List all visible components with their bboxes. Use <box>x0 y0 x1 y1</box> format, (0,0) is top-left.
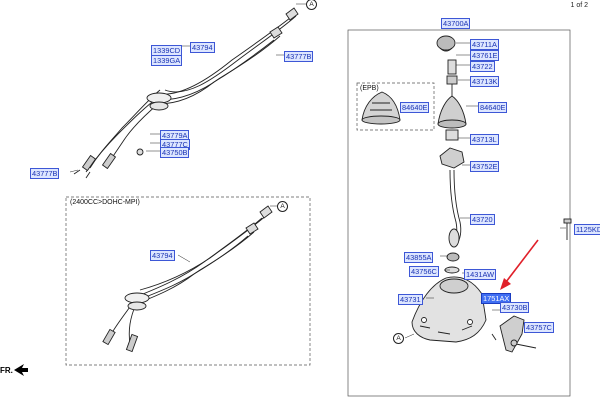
engine-variant-label: (2400CC>DOHC-MPI) <box>70 199 140 206</box>
epb-label: (EPB) <box>360 85 379 92</box>
front-arrow-icon <box>14 364 28 376</box>
part-label-43794-variant[interactable]: 43794 <box>150 250 175 261</box>
part-label-43713l[interactable]: 43713L <box>470 134 499 145</box>
front-direction-label: FR. <box>0 366 13 375</box>
shift-lever-icon <box>437 59 467 248</box>
leader-lines <box>69 3 566 339</box>
part-label-43752e[interactable]: 43752E <box>470 161 500 172</box>
bolt-icon <box>491 218 572 349</box>
part-label-43750b[interactable]: 43750B <box>160 147 190 158</box>
part-label-1751ax[interactable]: 1751AX <box>481 293 512 304</box>
part-label-43777b-left[interactable]: 43777B <box>30 168 60 179</box>
shift-knob-icon <box>436 35 456 52</box>
part-label-84640e[interactable]: 84640E <box>478 102 508 113</box>
part-label-43777b-top[interactable]: 43777B <box>284 51 314 62</box>
lever-assembly-frame <box>347 29 571 397</box>
ref-marker-a-lever[interactable]: A <box>393 333 404 344</box>
ref-marker-a-top[interactable]: A <box>306 0 317 10</box>
part-label-43700a[interactable]: 43700A <box>441 18 471 29</box>
part-label-1125kd[interactable]: 1125KD <box>574 224 600 235</box>
part-label-43757c[interactable]: 43757C <box>524 322 554 333</box>
part-label-43855a[interactable]: 43855A <box>404 252 434 263</box>
part-label-43731[interactable]: 43731 <box>398 294 423 305</box>
ref-marker-a-variant[interactable]: A <box>277 201 288 212</box>
bracket-icon <box>411 252 525 353</box>
page-number: 1 of 2 <box>570 2 588 9</box>
part-label-1431aw[interactable]: 1431AW <box>464 269 497 280</box>
cable-assembly-icon <box>73 7 299 179</box>
part-label-43730b[interactable]: 43730B <box>500 302 530 313</box>
part-label-84640e-epb[interactable]: 84640E <box>400 102 430 113</box>
part-label-43713k[interactable]: 43713K <box>470 76 500 87</box>
epb-frame <box>356 82 435 131</box>
boot-icon <box>361 91 401 125</box>
engine-variant-frame <box>65 196 311 366</box>
cable-assembly-icon <box>102 205 273 353</box>
part-label-43720[interactable]: 43720 <box>470 214 495 225</box>
part-label-43711a[interactable]: 43711A <box>470 39 499 50</box>
part-label-1339ga[interactable]: 1339GA <box>151 55 183 66</box>
part-label-43756c[interactable]: 43756C <box>409 266 439 277</box>
part-label-43761e[interactable]: 43761E <box>470 50 500 61</box>
part-label-43794-top[interactable]: 43794 <box>190 42 215 53</box>
part-label-43722[interactable]: 43722 <box>470 61 495 72</box>
callout-arrow-icon <box>500 239 539 290</box>
